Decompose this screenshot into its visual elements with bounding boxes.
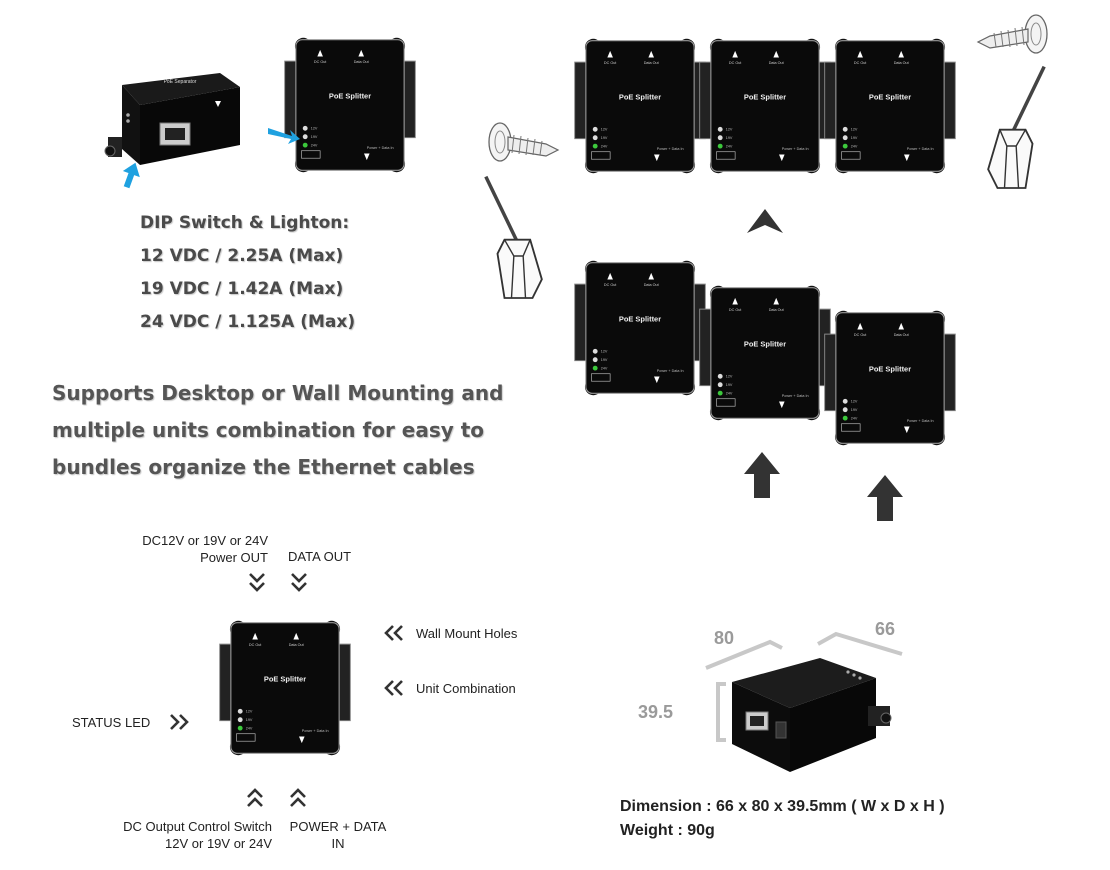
splitter-front-view bbox=[275, 35, 425, 175]
width-value: 66 bbox=[875, 619, 896, 639]
arrow-up-icon bbox=[742, 450, 782, 504]
arrow-up-icon bbox=[865, 473, 905, 527]
screwdriver-right-icon bbox=[965, 62, 1065, 206]
power-data-line: IN bbox=[331, 836, 345, 851]
spec-line: 12 VDC / 2.25A (Max) bbox=[140, 246, 344, 266]
power-out-label: DC12V or 19V or 24V Power OUT bbox=[120, 532, 268, 566]
status-led-label: STATUS LED bbox=[72, 715, 151, 730]
data-out-label: DATA OUT bbox=[288, 549, 352, 564]
support-line: bundles organize the Ethernet cables bbox=[52, 455, 475, 479]
dimension-line: Dimension : 66 x 80 x 39.5mm ( W x D x H… bbox=[620, 798, 945, 815]
dimension-drawing bbox=[690, 620, 920, 790]
dip-switch-spec: DIP Switch & Lighton: 12 VDC / 2.25A (Ma… bbox=[140, 207, 355, 339]
spec-line: 24 VDC / 1.125A (Max) bbox=[140, 312, 356, 332]
dc-switch-label: DC Output Control Switch 12V or 19V or 2… bbox=[100, 818, 272, 852]
chevron-up-icon bbox=[246, 786, 264, 812]
dimension-spec: Dimension : 66 x 80 x 39.5mm ( W x D x H… bbox=[620, 795, 945, 843]
chevron-left-icon bbox=[383, 624, 405, 646]
chevron-right-icon bbox=[168, 713, 190, 735]
combined-units-row bbox=[565, 36, 965, 176]
power-out-line: DC12V or 19V or 24V bbox=[142, 533, 268, 548]
svg-text:PoE Separator: PoE Separator bbox=[164, 79, 197, 85]
chevron-up-icon bbox=[745, 205, 785, 239]
chevron-up-icon bbox=[289, 786, 307, 812]
separator-photo: PoE Separator bbox=[100, 65, 250, 185]
weight-line: Weight : 90g bbox=[620, 822, 715, 839]
splitter-diagram-unit bbox=[210, 618, 360, 758]
led-pointer-arrow-icon bbox=[266, 122, 302, 154]
pointer-arrow-icon bbox=[116, 160, 146, 194]
spec-line: 19 VDC / 1.42A (Max) bbox=[140, 279, 344, 299]
mounting-description: Supports Desktop or Wall Mounting and mu… bbox=[52, 375, 503, 486]
power-out-line: Power OUT bbox=[200, 550, 268, 565]
chevron-left-icon bbox=[383, 679, 405, 701]
height-value: 39.5 bbox=[638, 702, 674, 722]
support-line: multiple units combination for easy to bbox=[52, 418, 485, 442]
wall-mount-label: Wall Mount Holes bbox=[416, 626, 518, 641]
support-line: Supports Desktop or Wall Mounting and bbox=[52, 381, 504, 405]
power-data-line: POWER + DATA bbox=[289, 819, 387, 834]
dc-switch-line: DC Output Control Switch bbox=[123, 819, 272, 834]
staggered-units bbox=[565, 258, 965, 448]
spec-heading: DIP Switch & Lighton: bbox=[140, 213, 350, 233]
depth-value: 80 bbox=[714, 628, 735, 648]
unit-combination-label: Unit Combination bbox=[416, 681, 516, 696]
power-data-in-label: POWER + DATA IN bbox=[288, 818, 388, 852]
dc-switch-line: 12V or 19V or 24V bbox=[165, 836, 272, 851]
screwdriver-left-icon bbox=[465, 172, 565, 316]
chevron-down-icon bbox=[290, 572, 308, 598]
chevron-down-icon bbox=[248, 572, 266, 598]
